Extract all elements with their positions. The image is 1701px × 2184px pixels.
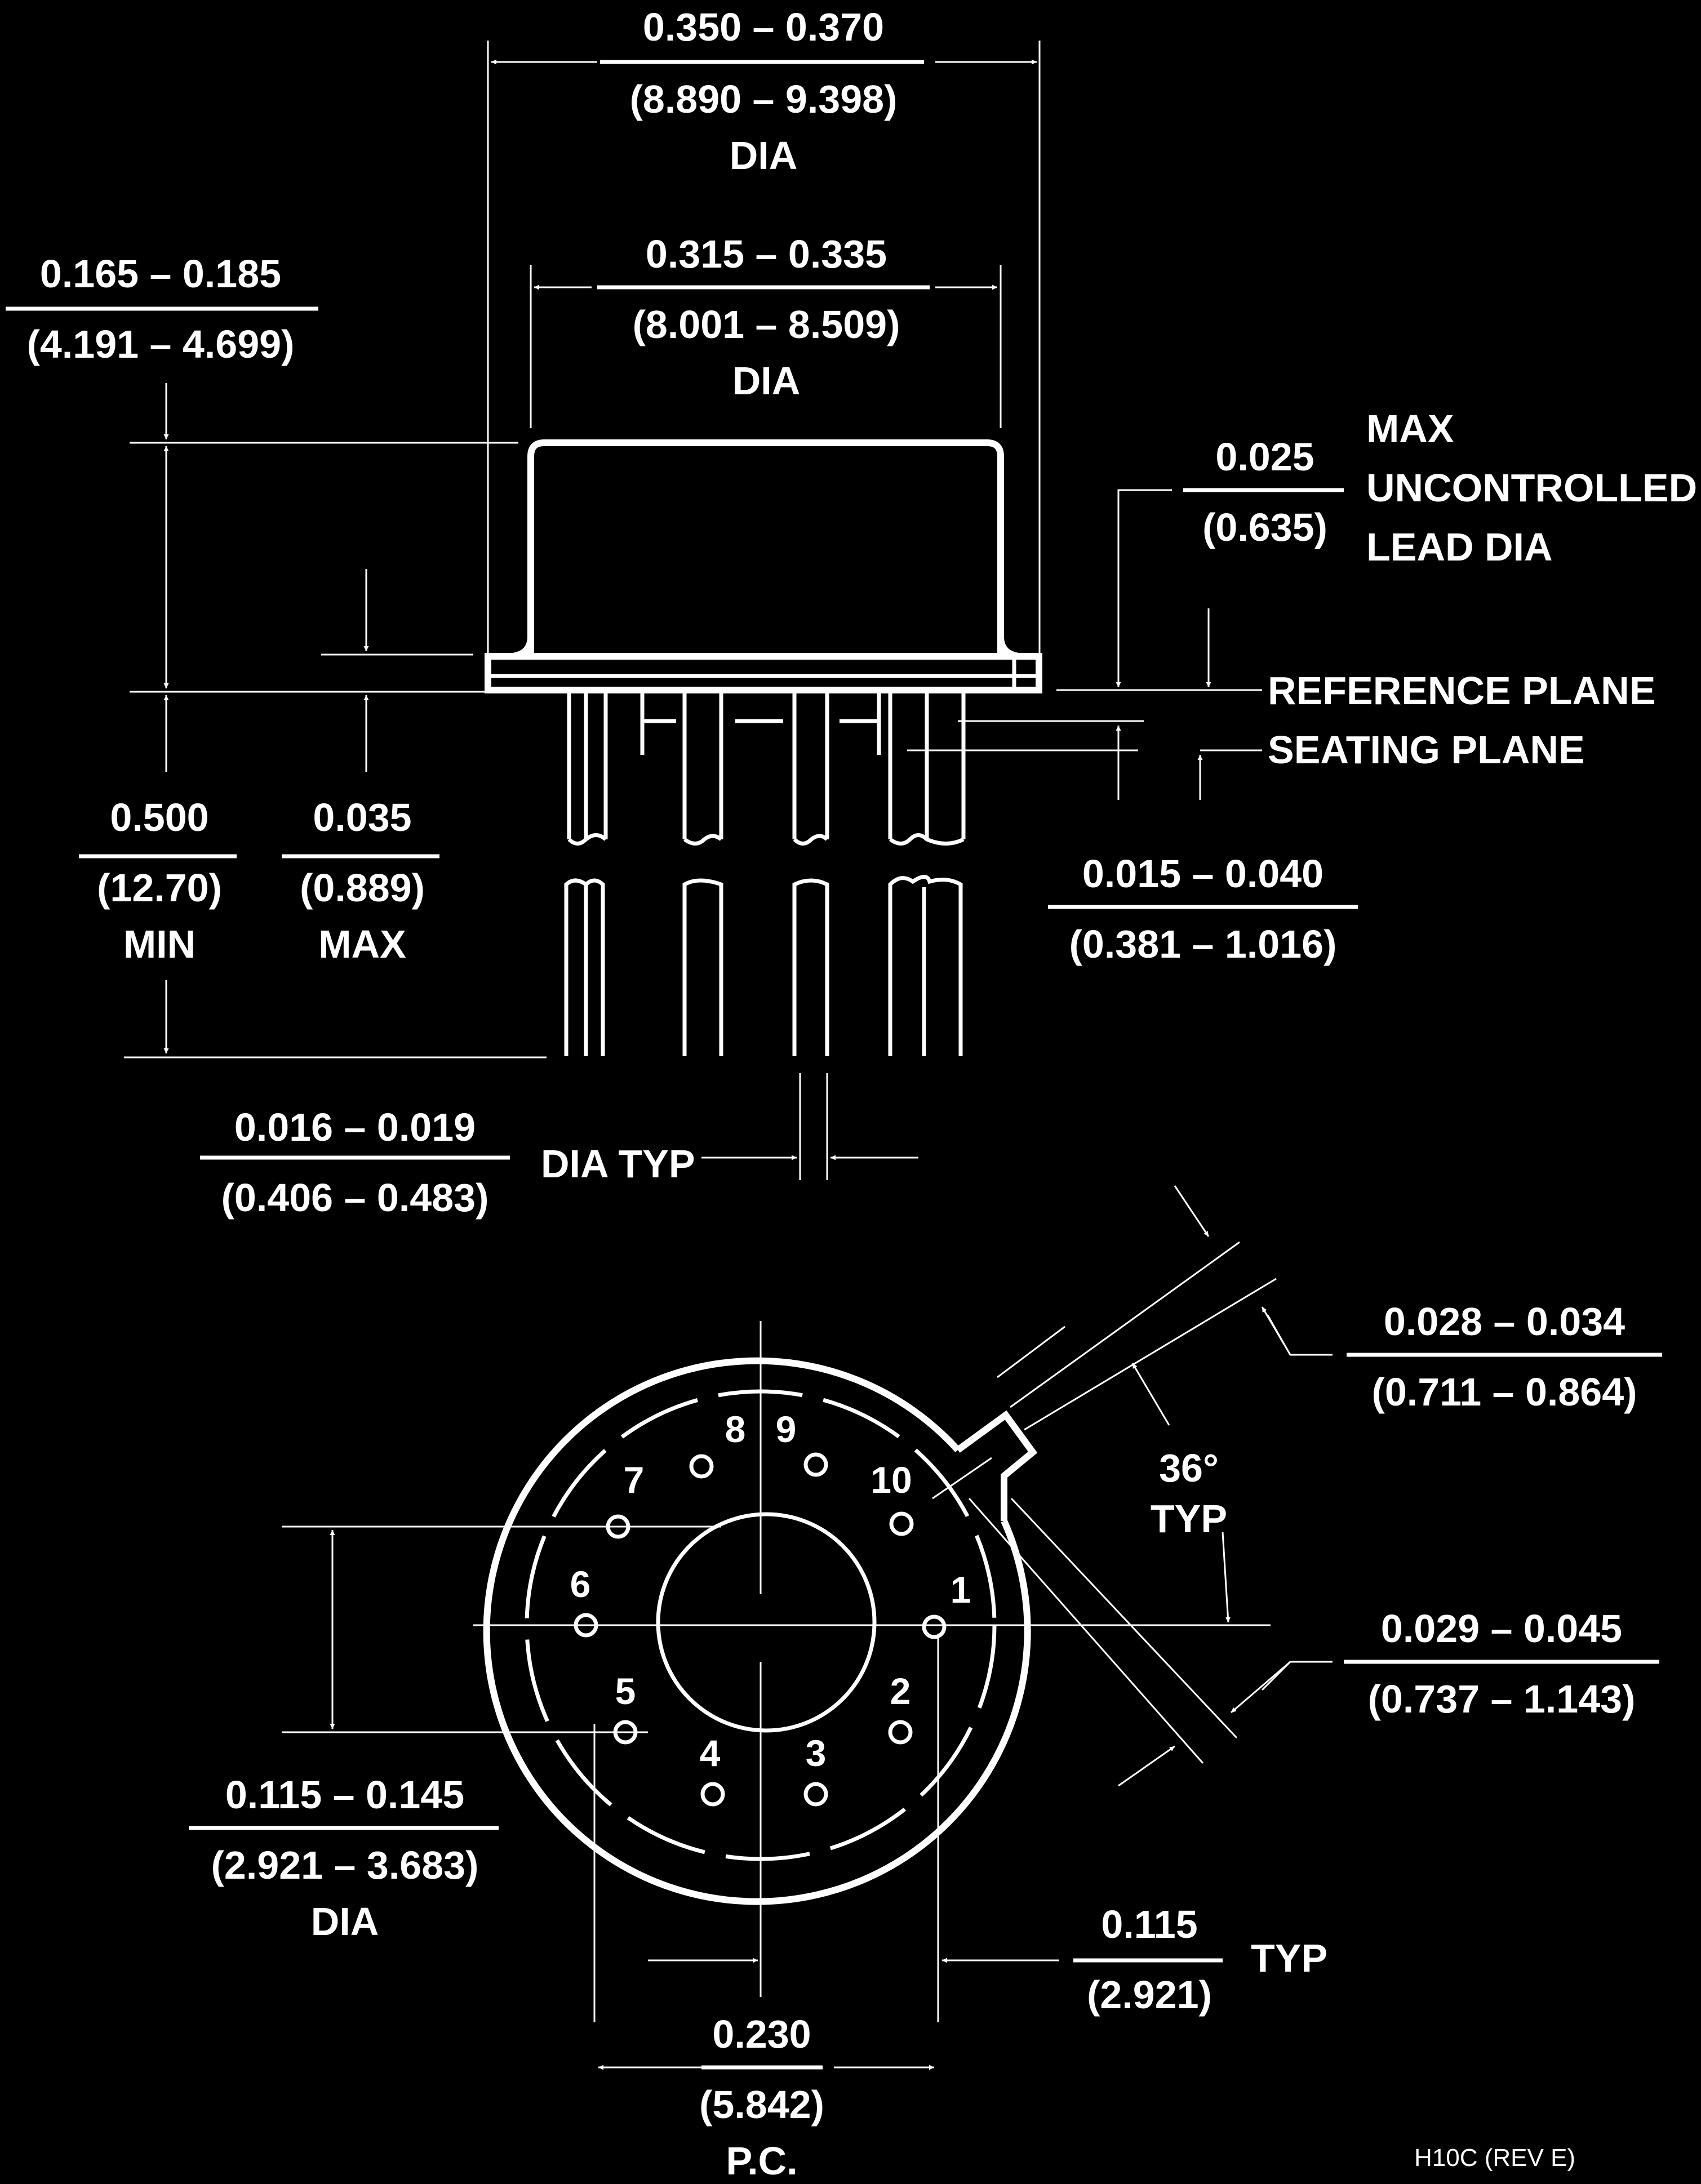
- orientation-tab: [956, 1410, 1038, 1521]
- cap-dia-inch: 0.315 – 0.335: [646, 232, 887, 276]
- cap-body: [527, 439, 1004, 653]
- lead-dia-note: DIA TYP: [541, 1142, 695, 1186]
- pin-label-6: 6: [570, 1563, 591, 1605]
- flange-note: MAX: [318, 922, 406, 966]
- height-mm: (4.191 – 4.699): [27, 322, 295, 366]
- flange-inch: 0.035: [313, 795, 411, 839]
- pc-mm: (5.842): [699, 2083, 824, 2127]
- tab-len-mm: (0.737 – 1.143): [1368, 1677, 1636, 1721]
- tab-width-mm: (0.711 – 0.864): [1372, 1370, 1637, 1414]
- pin-label-2: 2: [890, 1670, 911, 1712]
- reference-plane-label: REFERENCE PLANE: [1268, 669, 1655, 713]
- pin-1: [922, 1614, 947, 1639]
- pin-3: [803, 1782, 828, 1807]
- pin-label-5: 5: [615, 1670, 636, 1712]
- inner-dia-note: DIA: [311, 1900, 379, 1943]
- pin-10: [889, 1511, 914, 1536]
- leads-upper: [567, 690, 1144, 846]
- top-dia-mm: (8.890 – 9.398): [630, 77, 898, 121]
- flange-mm: (0.889): [300, 866, 425, 910]
- pin-label-10: 10: [871, 1459, 912, 1501]
- lead-unctrl-note1: MAX: [1366, 407, 1454, 451]
- pin-offset-note: TYP: [1251, 1936, 1327, 1980]
- pc-inch: 0.230: [712, 2012, 811, 2056]
- height-inch: 0.165 – 0.185: [40, 252, 281, 296]
- inner-dia-inch: 0.115 – 0.145: [225, 1773, 464, 1817]
- inner-dia-mm: (2.921 – 3.683): [211, 1843, 479, 1887]
- pin-6: [574, 1613, 598, 1638]
- pin-offset-mm: (2.921): [1087, 1973, 1212, 2017]
- pin-7: [606, 1514, 630, 1539]
- lead-dia-mm: (0.406 – 0.483): [221, 1176, 489, 1220]
- angle-value: 36°: [1159, 1446, 1219, 1490]
- tab-len-inch: 0.029 – 0.045: [1381, 1607, 1622, 1651]
- header-flange: [485, 653, 1042, 693]
- tab-width-inch: 0.028 – 0.034: [1384, 1300, 1625, 1344]
- pin-label-3: 3: [806, 1732, 827, 1774]
- lead-unctrl-mm: (0.635): [1202, 505, 1327, 549]
- pin-5: [613, 1720, 638, 1745]
- pin-offset-inch: 0.115: [1101, 1902, 1197, 1946]
- pc-note: P.C.: [726, 2139, 797, 2183]
- standoff-mm: (0.381 – 1.016): [1069, 922, 1337, 966]
- pin-2: [888, 1720, 913, 1745]
- pin-label-4: 4: [700, 1732, 721, 1774]
- pin-label-9: 9: [776, 1408, 797, 1450]
- angle-note: TYP: [1151, 1497, 1227, 1541]
- pin-9: [803, 1452, 828, 1477]
- lead-unctrl-note2: UNCONTROLLED: [1366, 466, 1697, 510]
- lead-unctrl-inch: 0.025: [1215, 435, 1314, 479]
- cap-dia-note: DIA: [732, 359, 801, 403]
- cap-dia-mm: (8.001 – 8.509): [633, 303, 900, 346]
- header-outline: [483, 1357, 1031, 1905]
- pin-8: [689, 1454, 714, 1479]
- pin-label-8: 8: [725, 1408, 746, 1450]
- side-view: 0.350 – 0.370 (8.890 – 9.398) DIA 0.315 …: [6, 5, 1697, 1220]
- leads-lower: [564, 875, 963, 1056]
- glass-seal: [656, 1512, 877, 1733]
- pin-4: [700, 1782, 725, 1807]
- lead-len-inch: 0.500: [110, 795, 208, 839]
- top-dia-inch: 0.350 – 0.370: [643, 5, 884, 49]
- standoff-inch: 0.015 – 0.040: [1082, 852, 1324, 896]
- bottom-view: 1 2 3 4 5 6 7 8 9 10: [189, 1185, 1662, 2183]
- seating-plane-label: SEATING PLANE: [1268, 728, 1585, 772]
- pins: [574, 1452, 947, 1807]
- pin-label-7: 7: [624, 1459, 645, 1501]
- lead-dia-inch: 0.016 – 0.019: [234, 1105, 476, 1149]
- lead-len-mm: (12.70): [97, 866, 222, 910]
- revision-code: H10C (REV E): [1414, 2144, 1575, 2172]
- lead-unctrl-note3: LEAD DIA: [1366, 525, 1553, 569]
- lead-len-note: MIN: [123, 922, 196, 966]
- top-dia-note: DIA: [730, 134, 798, 177]
- pin-label-1: 1: [951, 1569, 971, 1611]
